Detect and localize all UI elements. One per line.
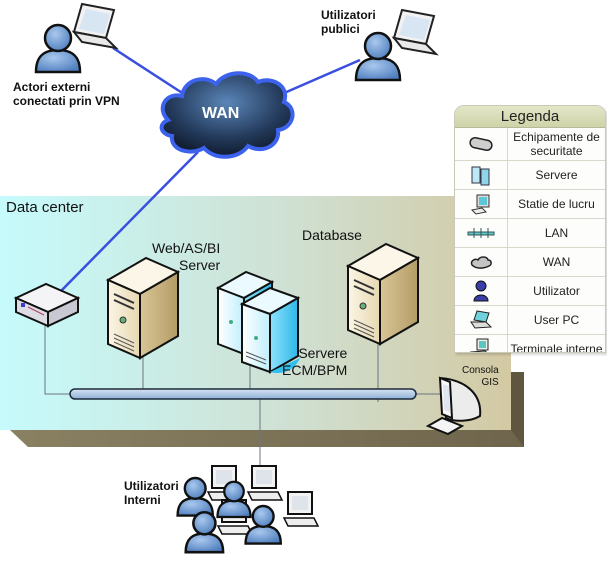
gis-console-label-line1: Consola xyxy=(462,365,499,376)
data-center-shadow-side xyxy=(511,372,524,447)
terminal-icon xyxy=(246,465,284,501)
database-label: Database xyxy=(302,227,362,243)
web-server-label: Web/AS/BI Server xyxy=(152,240,220,274)
legend-item: User PC xyxy=(455,306,605,335)
internal-users-label-line2: Interni xyxy=(124,493,161,507)
legend-label: Servere xyxy=(535,168,578,182)
gis-console-label: Consola GIS xyxy=(462,365,499,389)
data-center-label: Data center xyxy=(6,199,84,216)
internal-users-label: Utilizatori Interni xyxy=(124,479,179,507)
ecm-servers-icon xyxy=(215,270,301,374)
wan-label: WAN xyxy=(202,105,240,122)
legend: Legenda Echipamente de securitate Server… xyxy=(454,105,606,353)
legend-label: Echipamente de securitate xyxy=(513,130,600,158)
ecm-servers-label-line2: ECM/BPM xyxy=(282,362,348,378)
user-icon xyxy=(455,277,508,305)
external-actor-group xyxy=(34,2,119,74)
legend-item: Echipamente de securitate xyxy=(455,128,605,161)
internal-users-icon xyxy=(176,465,320,554)
person-icon xyxy=(34,23,82,74)
external-actors-label: Actori externi conectati prin VPN xyxy=(13,80,120,108)
laptop-icon xyxy=(391,8,439,56)
lan-icon xyxy=(455,219,508,247)
legend-label: User PC xyxy=(533,313,580,327)
legend-item: LAN xyxy=(455,219,605,248)
gis-console-label-line2: GIS xyxy=(481,377,499,388)
legend-item: WAN xyxy=(455,248,605,277)
legend-title: Legenda xyxy=(455,106,605,128)
link-external-to-wan xyxy=(112,46,191,100)
ecm-servers-label: Servere ECM/BPM xyxy=(282,345,347,379)
firewall-icon xyxy=(13,282,81,328)
person-icon xyxy=(244,504,283,545)
external-actors-label-line2: conectati prin VPN xyxy=(13,94,120,108)
legend-label: Terminale interne xyxy=(510,342,603,353)
web-server-label-line2: Server xyxy=(178,257,221,273)
wan-links xyxy=(59,46,361,293)
servers-icon xyxy=(455,161,508,189)
link-wan-to-firewall xyxy=(59,151,199,293)
external-actors-label-line1: Actori externi xyxy=(13,80,91,94)
ecm-servers-label-line1: Servere xyxy=(298,345,348,361)
person-icon xyxy=(216,480,252,519)
user-pc-icon xyxy=(455,306,508,334)
workstation-icon xyxy=(455,190,508,218)
security-equipment-icon xyxy=(455,128,508,160)
drop-firewall xyxy=(44,320,70,395)
terminal-icon xyxy=(282,491,320,527)
person-icon xyxy=(184,510,225,554)
legend-label: Utilizator xyxy=(533,284,580,298)
public-users-label: Utilizatori publici xyxy=(321,8,376,36)
person-icon xyxy=(354,31,402,82)
internal-users-label-line1: Utilizatori xyxy=(124,479,179,493)
legend-item: Statie de lucru xyxy=(455,190,605,219)
gis-console-icon xyxy=(425,376,482,436)
web-server-icon xyxy=(105,256,181,360)
internal-terminal-icon xyxy=(455,335,508,352)
public-users-label-line1: Utilizatori xyxy=(321,8,376,22)
laptop-icon xyxy=(71,2,119,50)
link-public-to-wan xyxy=(274,58,361,99)
legend-item: Servere xyxy=(455,161,605,190)
legend-label: WAN xyxy=(542,255,571,269)
web-server-label-line1: Web/AS/BI xyxy=(152,240,221,256)
data-center-shadow xyxy=(10,372,524,447)
public-user-group xyxy=(354,8,439,82)
person-icon xyxy=(176,476,215,517)
legend-item: Terminale interne xyxy=(455,335,605,353)
lan-bus xyxy=(69,388,417,400)
database-server-icon xyxy=(345,242,421,346)
wan-cloud-icon xyxy=(159,71,295,159)
wan-icon xyxy=(455,248,508,276)
legend-label: LAN xyxy=(544,226,569,240)
legend-item: Utilizator xyxy=(455,277,605,306)
legend-label: Statie de lucru xyxy=(518,197,595,211)
public-users-label-line2: publici xyxy=(321,22,360,36)
